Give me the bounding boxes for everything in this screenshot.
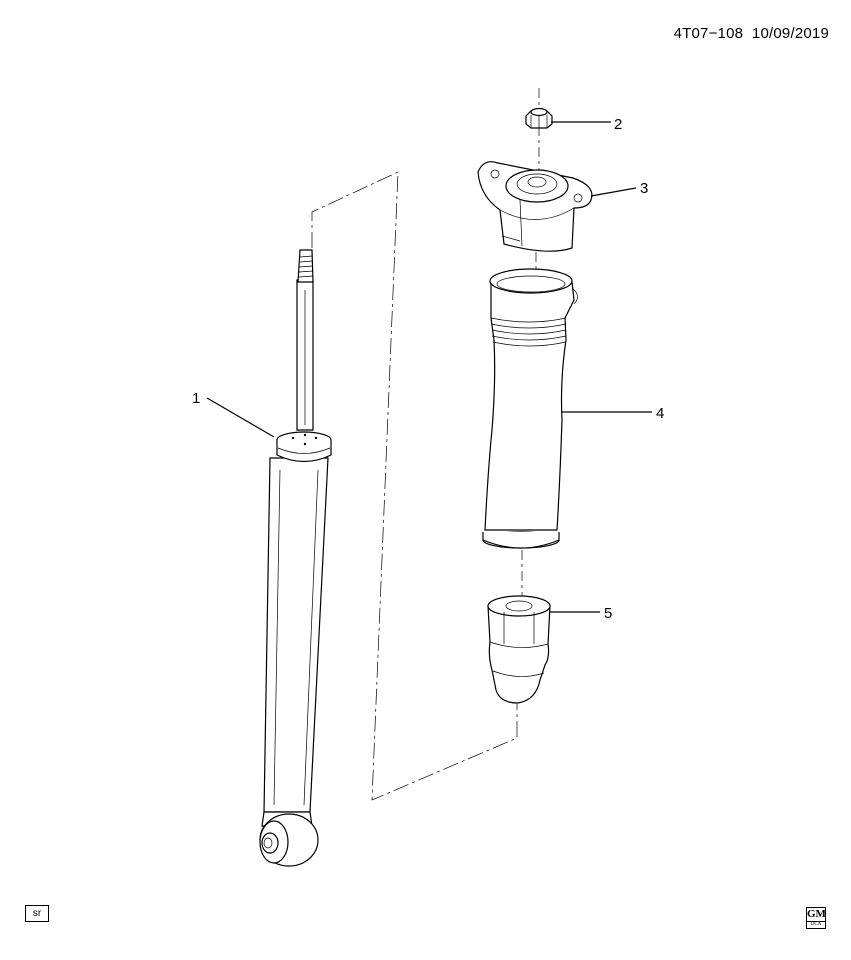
centerline-group (521, 88, 540, 598)
callout-leaders (206, 121, 652, 613)
document-date: 10/09/2019 (751, 25, 829, 42)
gm-logo: GM DCA (806, 907, 826, 929)
callout-3: 3 (640, 180, 648, 197)
gm-logo-subtext: DCA (807, 921, 825, 927)
callout-5: 5 (604, 605, 612, 622)
gm-logo-text: GM (807, 908, 826, 920)
shock-absorber (259, 249, 332, 867)
callout-2: 2 (614, 116, 622, 133)
assembly-path-line (311, 171, 518, 801)
bumper (487, 595, 551, 704)
sr-label: sr (25, 905, 49, 922)
dust-boot (482, 268, 578, 549)
callout-1: 1 (192, 390, 200, 407)
document-id-header: 4T07−108 10/09/2019 (674, 25, 829, 42)
upper-mount (477, 161, 593, 252)
document-id: 4T07−108 (673, 25, 744, 42)
nut (525, 107, 553, 129)
callout-4: 4 (656, 405, 664, 422)
